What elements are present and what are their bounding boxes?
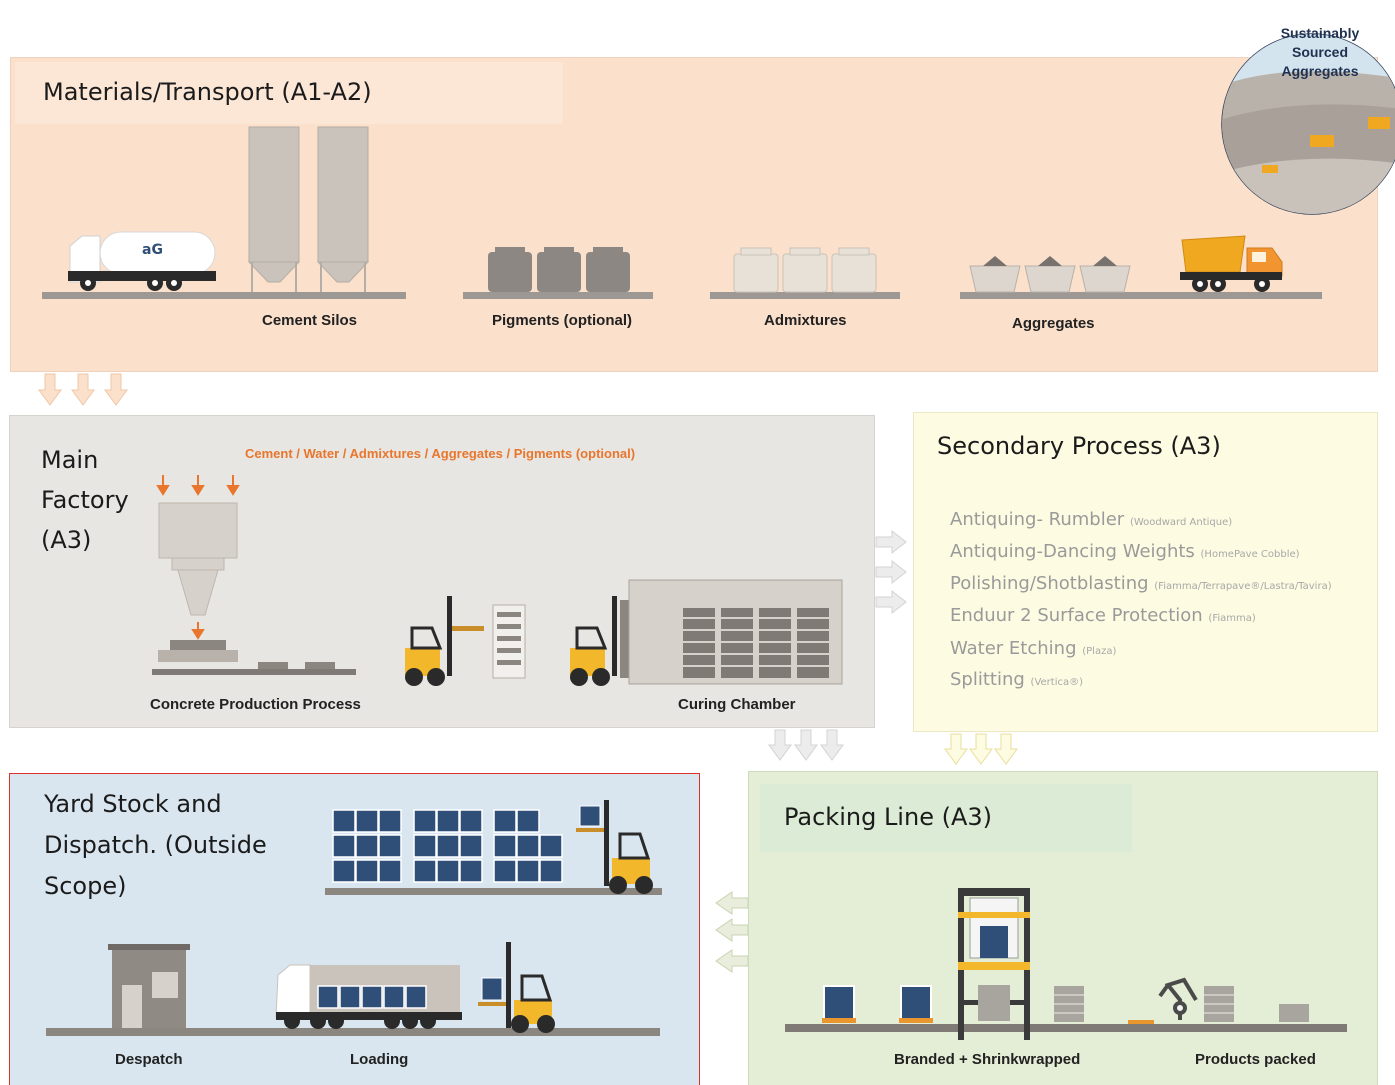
packing-title-box (760, 784, 1132, 852)
secondary-process-item: Antiquing-Dancing Weights (HomePave Cobb… (950, 541, 1300, 562)
aggregate-bin-icon (969, 256, 1131, 293)
process-name: Water Etching (950, 638, 1077, 659)
secondary-panel (913, 412, 1378, 732)
pigment-container-icon (488, 247, 630, 292)
ground-line (463, 292, 653, 299)
forklift-icon (405, 596, 484, 686)
materials-title: Materials/Transport (A1-A2) (43, 78, 372, 106)
flow-arrows-right (875, 529, 907, 615)
ground-line (710, 292, 900, 299)
lorry-icon (275, 964, 462, 1029)
secondary-process-item: Splitting (Vertica®) (950, 669, 1083, 690)
process-name: Enduur 2 Surface Protection (950, 605, 1203, 626)
quarry-badge-icon (1221, 33, 1395, 215)
materials-title-box (15, 62, 563, 124)
process-note: (Woodward Antique) (1129, 517, 1233, 528)
cement-silo-icon (316, 126, 370, 292)
process-name: Antiquing- Rumbler (950, 509, 1125, 530)
brick-stack-icon (1054, 986, 1309, 1024)
secondary-process-item: Water Etching (Plaza) (950, 638, 1116, 659)
product-rack-icon (492, 604, 526, 679)
main-factory-title-line: Main (41, 446, 99, 474)
despatch-label: Despatch (115, 1051, 183, 1068)
packed-label: Products packed (1195, 1051, 1316, 1068)
secondary-process-item: Antiquing- Rumbler (Woodward Antique) (950, 509, 1232, 530)
badge-line: Aggregates (1281, 63, 1359, 79)
main-factory-title-line: Factory (41, 486, 129, 514)
main-factory-title-line: (A3) (41, 526, 92, 554)
factory-illustration (152, 475, 843, 686)
factory-inputs-label: Cement / Water / Admixtures / Aggregates… (245, 446, 636, 461)
process-note: (HomePave Cobble) (1200, 549, 1300, 560)
process-note: (Vertica®) (1030, 677, 1084, 688)
cement-silos-label: Cement Silos (262, 312, 358, 329)
forklift-icon (576, 800, 653, 894)
robot-arm-icon (1158, 977, 1198, 1020)
shrinkwrap-machine-icon (958, 888, 1030, 1040)
process-note: (Fiamma) (1208, 613, 1256, 624)
pigments-label: Pigments (optional) (492, 312, 632, 329)
yard-title-line: Yard Stock and (44, 790, 222, 818)
yard-title: Yard Stock and Dispatch. (Outside Scope) (44, 784, 267, 907)
production-label: Concrete Production Process (150, 696, 361, 713)
dump-truck-icon (1180, 235, 1283, 292)
flow-arrows-down-packing (768, 729, 1018, 765)
branded-pallet-icon (822, 985, 933, 1023)
yard-title-line: Dispatch. (Outside (44, 831, 267, 859)
secondary-process-item: Enduur 2 Surface Protection (Fiamma) (950, 605, 1256, 626)
process-name: Antiquing-Dancing Weights (950, 541, 1195, 562)
yard-illustration (46, 800, 662, 1036)
badge-text: Sustainably Sourced Aggregates (1270, 24, 1370, 81)
stock-pallets-icon (332, 809, 563, 883)
mixer-hopper-icon (158, 502, 238, 616)
ground-line (42, 292, 406, 299)
process-note: (Plaza) (1082, 646, 1117, 657)
packing-title: Packing Line (A3) (784, 803, 992, 831)
process-name: Splitting (950, 669, 1025, 690)
ground-line (325, 888, 662, 895)
flow-arrows-left (715, 891, 749, 973)
curing-label: Curing Chamber (678, 696, 796, 713)
main-factory-title: Main Factory (A3) (41, 440, 129, 560)
despatch-hut-icon (108, 944, 190, 1028)
process-name: Polishing/Shotblasting (950, 573, 1149, 594)
ground-line (785, 1024, 1347, 1032)
cement-silo-icon (247, 126, 301, 292)
tanker-logo: aG (142, 242, 163, 258)
badge-line: Sustainably (1280, 25, 1360, 41)
flow-arrows-down (38, 373, 128, 406)
curing-chamber-icon (628, 579, 843, 685)
secondary-process-item: Polishing/Shotblasting (Fiamma/Terrapave… (950, 573, 1332, 594)
secondary-title: Secondary Process (A3) (937, 432, 1221, 460)
admixture-container-icon (733, 247, 877, 293)
materials-illustration (42, 33, 1395, 299)
ground-line (46, 1028, 660, 1036)
branded-label: Branded + Shrinkwrapped (894, 1051, 1081, 1068)
aggregates-label: Aggregates (1012, 315, 1095, 332)
loading-label: Loading (350, 1051, 409, 1068)
tanker-truck-icon (68, 231, 216, 291)
badge-line: Sourced (1291, 44, 1348, 60)
process-note: (Fiamma/Terrapave®/Lastra/Tavira) (1154, 581, 1332, 592)
yard-title-line: Scope) (44, 872, 127, 900)
forklift-icon (478, 942, 555, 1033)
ground-line (960, 292, 1322, 299)
admixtures-label: Admixtures (764, 312, 847, 329)
production-conveyor-icon (152, 640, 356, 675)
